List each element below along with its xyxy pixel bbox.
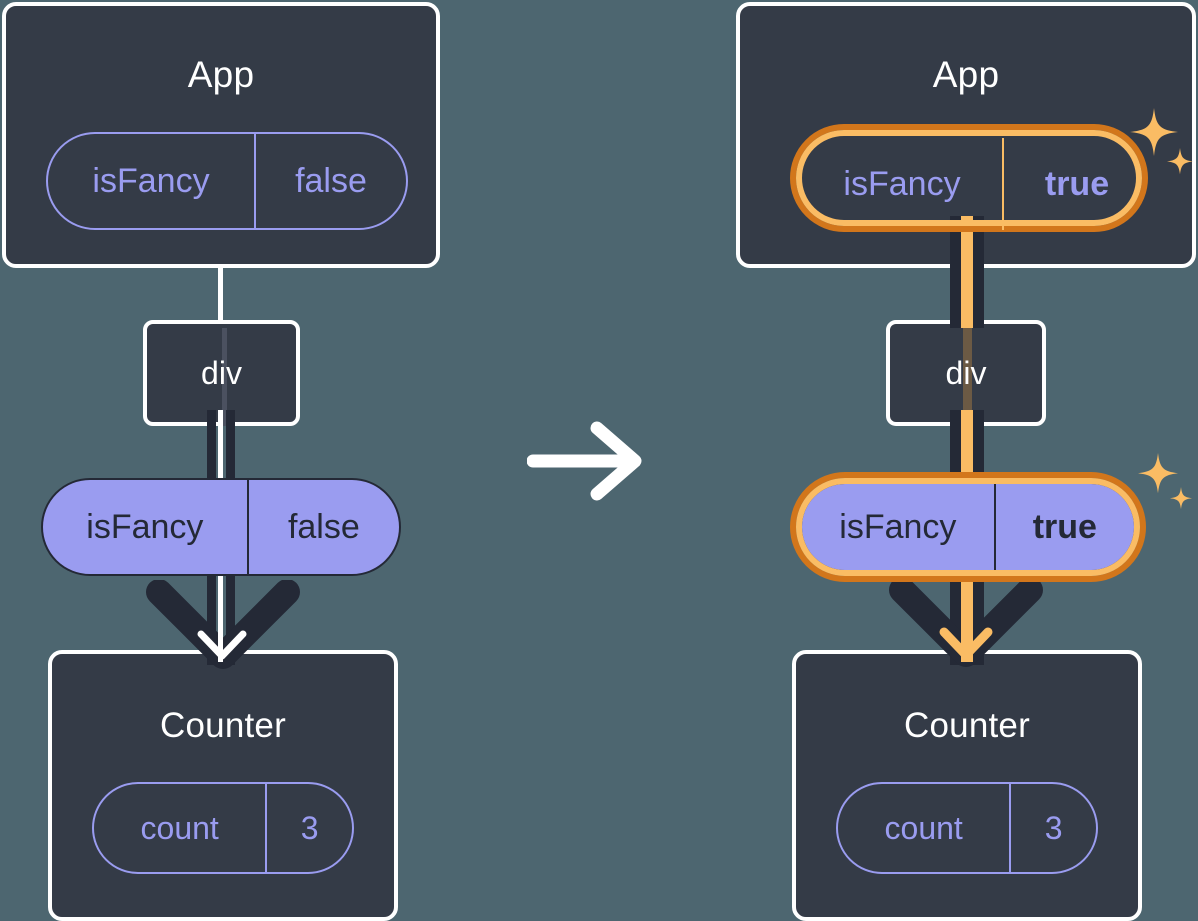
state-pill-key-counter-before: count	[140, 809, 219, 846]
panel-counter-title-after: Counter	[904, 706, 1030, 745]
prop-pill-before: isFancy false	[41, 478, 401, 576]
connector-through-div-before	[222, 328, 227, 426]
prop-pill-after: isFancy true	[800, 482, 1136, 572]
connector-app-to-div-after-amber	[961, 216, 973, 328]
state-pill-app-before: isFancy false	[46, 132, 408, 230]
state-pill-counter-after: count 3	[836, 782, 1098, 874]
state-pill-value-counter-before: 3	[265, 784, 352, 872]
sparkle-icon-app-after	[1130, 108, 1193, 175]
state-pill-value-app-before: false	[254, 134, 406, 228]
sparkle-icon-prop-after	[1138, 453, 1192, 510]
connector-app-to-div-before	[218, 264, 223, 324]
prop-pill-value-after: true	[993, 484, 1134, 570]
connector-app-to-div-after-dark-left	[950, 216, 962, 328]
node-div-label-before: div	[201, 354, 242, 391]
connector-through-div-after	[963, 328, 972, 426]
panel-app-before: App isFancy false	[2, 2, 440, 268]
prop-pill-key-after: isFancy	[839, 507, 957, 546]
panel-app-title-before: App	[187, 54, 255, 95]
panel-app-after: App isFancy true	[736, 2, 1196, 268]
state-pill-counter-before: count 3	[92, 782, 354, 874]
state-pill-key-app-before: isFancy	[92, 161, 210, 200]
state-pill-key-app-after: isFancy	[843, 164, 961, 203]
state-pill-app-after: isFancy true	[802, 138, 1150, 230]
arrowhead-white-tip-before	[197, 630, 247, 660]
node-div-label-after: div	[945, 354, 987, 391]
transition-right-arrow-icon	[527, 421, 642, 501]
arrowhead-amber-tip-after	[939, 627, 993, 660]
panel-counter-before: Counter count 3	[48, 650, 398, 921]
node-div-before: div	[143, 320, 300, 426]
panel-counter-title-before: Counter	[160, 706, 286, 745]
prop-pill-key-before: isFancy	[86, 507, 204, 546]
panel-app-title-after: App	[932, 54, 1000, 95]
state-pill-value-counter-after: 3	[1009, 784, 1096, 872]
connector-app-to-div-after-dark-right	[972, 216, 984, 328]
state-pill-value-app-after: true	[1002, 138, 1150, 230]
state-pill-key-counter-after: count	[884, 809, 963, 846]
panel-counter-after: Counter count 3	[792, 650, 1142, 921]
prop-pill-value-before: false	[246, 480, 399, 574]
